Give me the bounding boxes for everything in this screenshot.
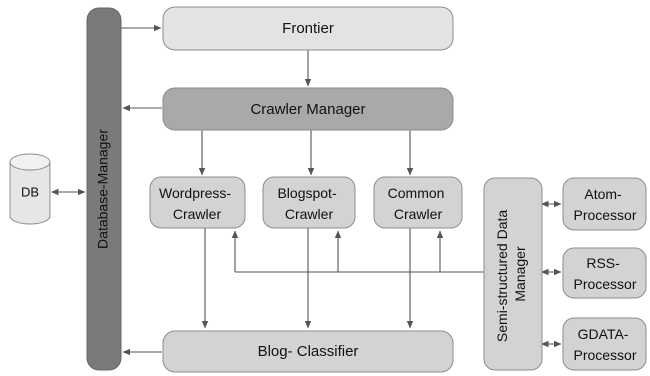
- wordpress-crawler-label-line2: Crawler: [173, 206, 222, 222]
- gdata-processor-label-line1: GDATA-: [578, 326, 629, 342]
- svg-text:Atom- Processor: Atom- Processor: [573, 186, 636, 223]
- rss-processor-node: RSS- Processor: [562, 247, 647, 299]
- atom-processor-label-line1: Atom-: [584, 186, 622, 202]
- atom-processor-node: Atom- Processor: [562, 177, 647, 231]
- crawler-manager-node: Crawler Manager: [162, 87, 454, 131]
- blogspot-crawler-node: Blogspot- Crawler: [262, 176, 356, 229]
- connectors: [51, 24, 562, 356]
- common-crawler-label-line2: Crawler: [394, 206, 443, 222]
- semi-structured-manager-label-line1: Semi-structured Data: [494, 210, 510, 342]
- db-label: DB: [21, 184, 39, 199]
- database-manager-node: Database-Manager: [86, 7, 122, 371]
- svg-text:GDATA- Processor: GDATA- Processor: [573, 326, 636, 363]
- svg-text:Common Crawler: Common Crawler: [388, 185, 449, 222]
- rss-processor-label-line2: Processor: [573, 276, 636, 292]
- svg-text:RSS- Processor: RSS- Processor: [573, 255, 636, 292]
- gdata-processor-label-line2: Processor: [573, 347, 636, 363]
- common-crawler-label-line1: Common: [388, 185, 445, 201]
- rss-processor-label-line1: RSS-: [586, 255, 620, 271]
- svg-text:Wordpress- Crawler: Wordpress- Crawler: [159, 185, 235, 222]
- frontier-node: Frontier: [162, 6, 454, 51]
- svg-text:Semi-structured Data Man: Semi-structured Data Manager: [494, 206, 528, 342]
- semi-structured-manager-label-line2: Manager: [512, 246, 528, 302]
- blog-classifier-node: Blog- Classifier: [162, 330, 454, 373]
- frontier-label: Frontier: [282, 20, 334, 37]
- wordpress-crawler-node: Wordpress- Crawler: [149, 176, 246, 229]
- crawler-manager-label: Crawler Manager: [250, 101, 365, 118]
- db-cylinder-node: DB: [9, 153, 51, 225]
- atom-processor-label-line2: Processor: [573, 207, 636, 223]
- wordpress-crawler-label-line1: Wordpress-: [159, 185, 231, 201]
- gdata-processor-node: GDATA- Processor: [562, 317, 647, 371]
- semi-structured-manager-node: Semi-structured Data Manager: [483, 177, 543, 371]
- database-manager-label: Database-Manager: [95, 129, 111, 249]
- blog-classifier-label: Blog- Classifier: [258, 343, 359, 360]
- blogspot-crawler-label-line2: Crawler: [285, 206, 334, 222]
- blogspot-crawler-label-line1: Blogspot-: [277, 185, 336, 201]
- svg-text:Blogspot- Crawler: Blogspot- Crawler: [277, 185, 340, 222]
- common-crawler-node: Common Crawler: [373, 176, 463, 229]
